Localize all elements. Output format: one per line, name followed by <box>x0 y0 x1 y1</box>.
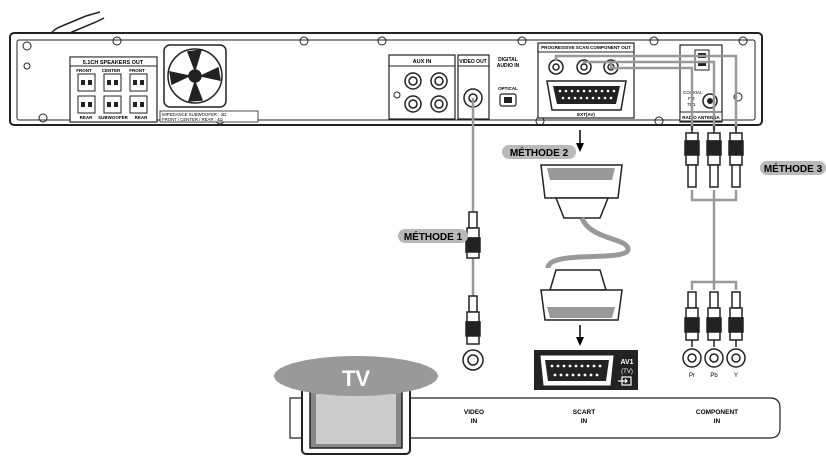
tv-component-jacks: Pr Pb Y <box>682 348 746 379</box>
av1-label: AV1 <box>620 359 633 366</box>
scart-in-label-2: IN <box>581 418 588 425</box>
speaker-label-subwoofer: SUBWOOFER <box>98 115 128 120</box>
jack-y-label: Y <box>734 373 738 379</box>
speakers-out-block: 5.1CH SPEAKERS OUT FRONT CENTER FRONT RE… <box>69 56 158 123</box>
tv-input-panel: VIDEO IN SCART IN COMPONENT IN <box>289 397 781 439</box>
component-in-label-1: COMPONENT <box>696 409 738 416</box>
video-in-label-2: IN <box>471 418 478 425</box>
optical-label: OPTICAL <box>498 86 518 91</box>
method-2-badge: MÉTHODE 2 <box>502 145 576 159</box>
radio-antenna-label: RADIO ANTENNA <box>682 115 720 120</box>
component-cable-method-3 <box>554 54 738 290</box>
video-cable-method-1 <box>465 98 481 345</box>
speakers-title: 5.1CH SPEAKERS OUT <box>83 60 144 66</box>
speaker-label-rear-left: REAR <box>80 115 94 120</box>
tv-set: TV <box>274 356 438 455</box>
tv-scart-socket: AV1 (TV) <box>534 350 638 390</box>
speaker-label-front-left: FRONT <box>76 68 92 73</box>
scart-cable-method-2 <box>540 130 631 346</box>
cooling-fan-icon <box>163 44 227 108</box>
scart-in-label-1: SCART <box>573 409 595 416</box>
impedance-note-line-1: IMPEDANCE SUBWOOFER : 3Ω <box>162 112 227 117</box>
video-out-label: VIDEO OUT <box>459 59 487 65</box>
component-in-label-2: IN <box>714 418 721 425</box>
digital-label-2: AUDIO IN <box>497 63 520 69</box>
jack-pr-label: Pr <box>689 373 695 379</box>
jack-pb-label: Pb <box>710 373 718 379</box>
component-plugs <box>684 126 744 347</box>
speaker-label-rear-right: REAR <box>135 115 149 120</box>
ext-av-label: EXT(AV) <box>577 112 595 117</box>
method-2-label: MÉTHODE 2 <box>510 146 569 159</box>
speaker-label-center: CENTER <box>102 68 121 73</box>
digital-audio-in-block: DIGITAL AUDIO IN OPTICAL <box>497 57 520 107</box>
impedance-note-line-2: FRONT / CENTER / REAR : 4Ω <box>162 117 223 122</box>
impedance-note: IMPEDANCE SUBWOOFER : 3Ω FRONT / CENTER … <box>159 110 259 123</box>
component-out-label: PROGRESSIVE SCAN COMPONENT OUT <box>541 45 631 50</box>
method-1-badge: MÉTHODE 1 <box>398 229 468 243</box>
speaker-label-front-right: FRONT <box>129 68 145 73</box>
component-out-block: PROGRESSIVE SCAN COMPONENT OUT EXT(AV) <box>537 42 635 119</box>
method-1-label: MÉTHODE 1 <box>404 230 463 243</box>
video-in-label-1: VIDEO <box>464 409 484 416</box>
tv-video-jack <box>462 349 484 371</box>
aux-in-label: AUX IN <box>413 59 432 65</box>
digital-label-1: DIGITAL <box>498 57 518 63</box>
input-arrow-icon <box>618 376 632 386</box>
tv-title: TV <box>342 366 370 391</box>
method-3-label: MÉTHODE 3 <box>764 162 823 175</box>
aux-in-block: AUX IN <box>388 54 456 120</box>
method-3-badge: MÉTHODE 3 <box>760 161 826 175</box>
av1-tv-label: (TV) <box>621 369 633 375</box>
